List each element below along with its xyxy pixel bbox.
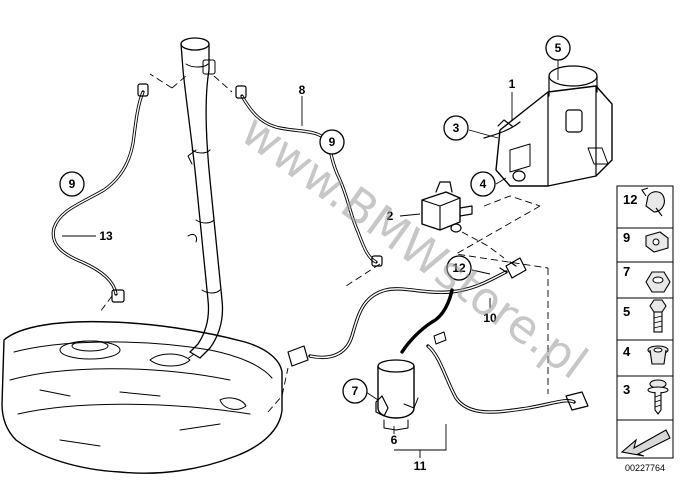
hex-nut-icon bbox=[645, 271, 671, 293]
diagram-id: 00227764 bbox=[625, 463, 665, 473]
legend-item-4: 4 bbox=[623, 344, 669, 365]
svg-text:9: 9 bbox=[623, 230, 630, 245]
clip-nut-icon bbox=[645, 231, 669, 253]
svg-text:3: 3 bbox=[623, 382, 630, 397]
svg-text:12: 12 bbox=[623, 192, 637, 207]
svg-text:5: 5 bbox=[623, 304, 630, 319]
svg-text:4: 4 bbox=[623, 344, 631, 359]
callout-8: 8 bbox=[299, 83, 306, 97]
callout-7: 7 bbox=[342, 378, 368, 404]
callout-3: 3 bbox=[443, 115, 469, 141]
callout-9-right: 9 bbox=[319, 129, 345, 155]
legend-item-12: 12 bbox=[623, 187, 665, 217]
callout-4: 4 bbox=[470, 171, 496, 197]
svg-text:4: 4 bbox=[480, 177, 487, 191]
hose-clamp-icon bbox=[641, 187, 665, 217]
vent-line-8 bbox=[235, 85, 383, 267]
svg-text:7: 7 bbox=[352, 384, 359, 398]
callout-6: 6 bbox=[391, 433, 398, 447]
svg-text:10: 10 bbox=[483, 311, 497, 325]
svg-text:7: 7 bbox=[623, 264, 630, 279]
svg-text:1: 1 bbox=[509, 77, 516, 91]
grommet-icon bbox=[647, 345, 669, 365]
callout-5: 5 bbox=[545, 35, 571, 61]
watermark: www.BMWstore.pl bbox=[232, 103, 598, 389]
parts-legend: 12 9 7 5 bbox=[616, 185, 674, 473]
callout-10: 10 bbox=[483, 311, 497, 325]
hex-bolt-icon bbox=[649, 299, 667, 333]
svg-text:3: 3 bbox=[453, 121, 460, 135]
svg-text:8: 8 bbox=[299, 83, 306, 97]
callout-1: 1 bbox=[509, 77, 516, 91]
svg-text:2: 2 bbox=[387, 209, 394, 223]
svg-text:5: 5 bbox=[555, 41, 562, 55]
svg-text:12: 12 bbox=[452, 261, 466, 275]
legend-item-7: 7 bbox=[623, 264, 671, 293]
callout-11: 11 bbox=[414, 459, 427, 473]
hose-assembly-11 bbox=[287, 257, 589, 414]
legend-item-3: 3 bbox=[623, 379, 669, 415]
callout-9-left: 9 bbox=[59, 171, 85, 197]
svg-text:13: 13 bbox=[99, 229, 113, 243]
screw-with-washer-icon bbox=[647, 379, 669, 415]
svg-text:9: 9 bbox=[329, 135, 336, 149]
fuel-filter-6 bbox=[375, 359, 419, 431]
svg-text:9: 9 bbox=[69, 177, 76, 191]
callout-2: 2 bbox=[387, 209, 394, 223]
svg-text:6: 6 bbox=[391, 433, 398, 447]
fuel-tank bbox=[1, 320, 283, 474]
callout-12: 12 bbox=[446, 255, 472, 281]
legend-item-5: 5 bbox=[623, 299, 667, 333]
svg-text:11: 11 bbox=[414, 459, 427, 473]
charcoal-filter bbox=[483, 65, 613, 187]
direction-arrow-icon bbox=[620, 429, 671, 457]
callout-13: 13 bbox=[99, 229, 113, 243]
tank-vent-valve bbox=[421, 181, 473, 233]
filler-neck bbox=[180, 37, 224, 359]
legend-item-9: 9 bbox=[623, 230, 669, 253]
leader-lines bbox=[62, 60, 559, 458]
